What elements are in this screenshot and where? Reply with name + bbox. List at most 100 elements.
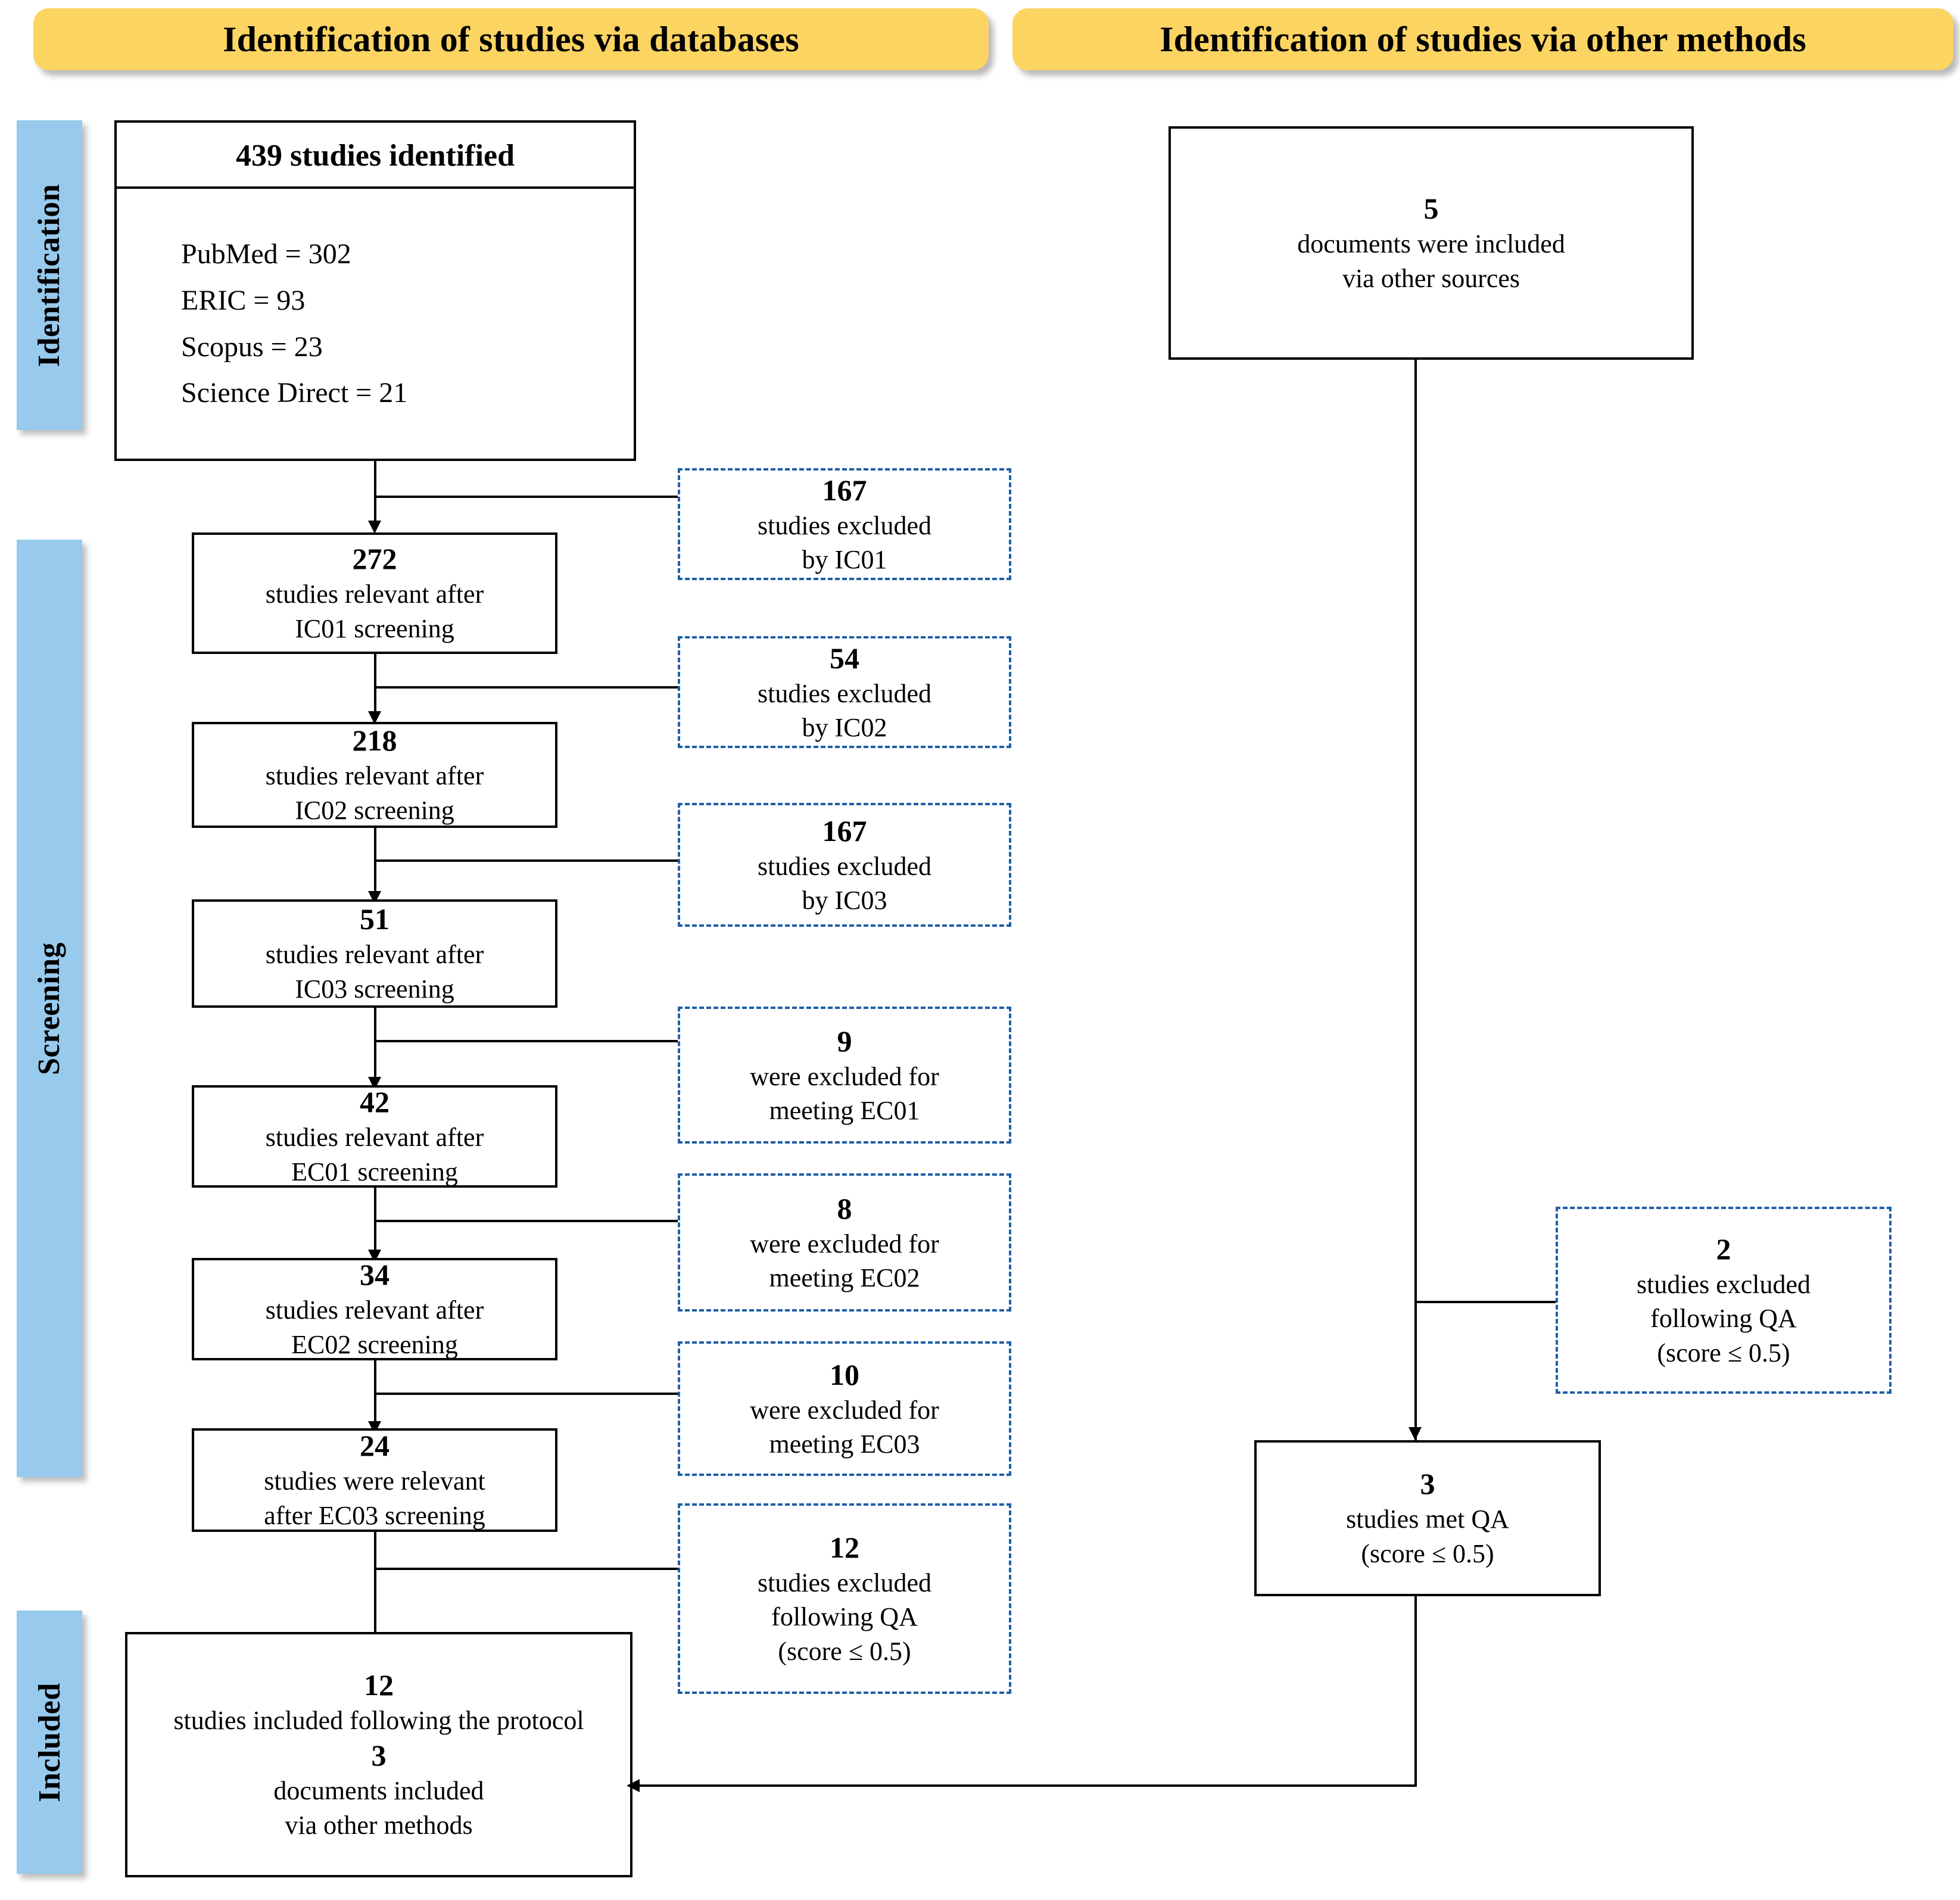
included-number-2: 3 xyxy=(371,1739,387,1773)
connector-272-branch-ic01 xyxy=(374,496,679,498)
exclusion-ec01-number: 9 xyxy=(837,1024,852,1058)
chain-272-number: 272 xyxy=(352,542,397,576)
qa-right-line2: following QA xyxy=(1650,1304,1797,1334)
exclusion-ec02-line1: were excluded for xyxy=(750,1229,939,1259)
exclusion-box-qa-left: 12 studies excluded following QA (score … xyxy=(678,1503,1011,1694)
qa-met-number: 3 xyxy=(1420,1467,1435,1501)
exclusion-box-ic03: 167 studies excluded by IC03 xyxy=(678,803,1011,927)
connector-272-to-218 xyxy=(374,653,376,712)
chain-218-line1: studies relevant after xyxy=(265,761,484,791)
connector-24-to-included xyxy=(374,1531,376,1633)
chain-24-number: 24 xyxy=(360,1429,389,1463)
chain-box-272: 272 studies relevant after IC01 screenin… xyxy=(192,532,557,654)
identification-source-list: PubMed = 302 ERIC = 93 Scopus = 23 Scien… xyxy=(117,189,634,459)
qa-met-box: 3 studies met QA (score ≤ 0.5) xyxy=(1254,1440,1601,1596)
exclusion-ic02-number: 54 xyxy=(830,641,859,675)
identification-sources-box: 439 studies identified PubMed = 302 ERIC… xyxy=(114,120,636,461)
connector-qa-branch-excluded xyxy=(1414,1301,1557,1303)
source-row-science-direct: Science Direct = 21 xyxy=(181,377,408,409)
included-line1: studies included following the protocol xyxy=(173,1706,584,1736)
chain-272-line2: IC01 screening xyxy=(295,613,454,643)
connector-42-to-34 xyxy=(374,1186,376,1251)
stage-bar-included: Included xyxy=(17,1611,82,1874)
connector-id-to-272 xyxy=(374,461,376,522)
connector-51-branch-ic03 xyxy=(374,859,679,862)
arrow-qa-met-to-included xyxy=(627,1779,640,1792)
banner-databases: Identification of studies via databases xyxy=(33,8,989,70)
qa-met-line2: (score ≤ 0.5) xyxy=(1361,1538,1494,1568)
exclusion-ic03-number: 167 xyxy=(822,814,867,848)
qa-left-line2: following QA xyxy=(771,1602,918,1632)
exclusion-ec03-number: 10 xyxy=(830,1357,859,1391)
banner-other-methods: Identification of studies via other meth… xyxy=(1012,8,1953,70)
exclusion-ec01-line1: were excluded for xyxy=(750,1061,939,1091)
connector-51-to-42 xyxy=(374,1007,376,1078)
exclusion-ic02-line2: by IC02 xyxy=(802,713,887,742)
other-sources-line2: via other sources xyxy=(1342,263,1520,293)
chain-42-line2: EC01 screening xyxy=(291,1157,458,1186)
arrow-272-to-218 xyxy=(368,711,381,724)
exclusion-ec02-line2: meeting EC02 xyxy=(769,1263,920,1292)
exclusion-ic03-line2: by IC03 xyxy=(802,886,887,915)
connector-34-branch-ec02 xyxy=(374,1220,679,1222)
chain-box-218: 218 studies relevant after IC02 screenin… xyxy=(192,722,557,828)
exclusion-ic01-number: 167 xyxy=(822,473,867,507)
chain-42-line1: studies relevant after xyxy=(265,1123,484,1153)
exclusion-ic02-line1: studies excluded xyxy=(757,678,932,708)
qa-right-line1: studies excluded xyxy=(1636,1270,1811,1300)
connector-24-branch-ec03 xyxy=(374,1393,679,1395)
connector-qa-met-down xyxy=(1414,1596,1417,1786)
other-sources-number: 5 xyxy=(1423,192,1439,226)
banner-databases-label: Identification of studies via databases xyxy=(223,19,799,59)
exclusion-box-ec02: 8 were excluded for meeting EC02 xyxy=(678,1173,1011,1312)
connector-34-to-24 xyxy=(374,1359,376,1422)
chain-34-line1: studies relevant after xyxy=(265,1295,484,1325)
chain-24-line1: studies were relevant xyxy=(264,1466,485,1496)
chain-218-number: 218 xyxy=(352,724,397,758)
qa-right-line3: (score ≤ 0.5) xyxy=(1657,1338,1790,1368)
qa-left-line1: studies excluded xyxy=(757,1568,932,1598)
connector-42-branch-ec01 xyxy=(374,1040,679,1042)
qa-left-line3: (score ≤ 0.5) xyxy=(778,1636,911,1666)
other-sources-box: 5 documents were included via other sour… xyxy=(1168,126,1694,360)
qa-met-line1: studies met QA xyxy=(1346,1505,1509,1534)
exclusion-box-ic02: 54 studies excluded by IC02 xyxy=(678,636,1011,748)
exclusion-ec02-number: 8 xyxy=(837,1191,852,1225)
chain-51-number: 51 xyxy=(360,902,389,936)
chain-34-number: 34 xyxy=(360,1258,389,1292)
connector-included-branch-qa xyxy=(374,1568,679,1570)
source-row-scopus: Scopus = 23 xyxy=(181,331,323,363)
chain-24-line2: after EC03 screening xyxy=(264,1500,485,1530)
exclusion-box-qa-right: 2 studies excluded following QA (score ≤… xyxy=(1556,1207,1892,1394)
included-line3: via other methods xyxy=(285,1810,473,1840)
exclusion-ec03-line1: were excluded for xyxy=(750,1395,939,1425)
stage-bar-screening: Screening xyxy=(17,540,82,1477)
exclusion-ic01-line1: studies excluded xyxy=(757,510,932,540)
exclusion-box-ec03: 10 were excluded for meeting EC03 xyxy=(678,1341,1011,1476)
source-row-eric: ERIC = 93 xyxy=(181,284,306,316)
chain-51-line2: IC03 screening xyxy=(295,974,454,1004)
arrow-other-sources-to-qa xyxy=(1409,1427,1422,1440)
chain-34-line2: EC02 screening xyxy=(291,1329,458,1359)
connector-other-sources-to-qa xyxy=(1414,360,1417,1454)
chain-272-line1: studies relevant after xyxy=(265,580,484,609)
included-box: 12 studies included following the protoc… xyxy=(125,1632,632,1877)
arrow-id-to-272 xyxy=(368,521,381,534)
qa-right-number: 2 xyxy=(1716,1232,1731,1266)
stage-label-screening: Screening xyxy=(32,942,67,1075)
stage-bar-identification: Identification xyxy=(17,120,82,430)
chain-box-42: 42 studies relevant after EC01 screening xyxy=(192,1085,557,1188)
chain-box-51: 51 studies relevant after IC03 screening xyxy=(192,899,557,1008)
connector-218-branch-ic02 xyxy=(374,686,679,689)
exclusion-ec03-line2: meeting EC03 xyxy=(769,1429,920,1459)
stage-label-included: Included xyxy=(32,1682,67,1802)
chain-box-24: 24 studies were relevant after EC03 scre… xyxy=(192,1428,557,1532)
identification-box-title: 439 studies identified xyxy=(117,123,634,189)
chain-box-34: 34 studies relevant after EC02 screening xyxy=(192,1258,557,1360)
connector-qa-met-to-included xyxy=(632,1784,1417,1787)
exclusion-box-ec01: 9 were excluded for meeting EC01 xyxy=(678,1007,1011,1144)
chain-42-number: 42 xyxy=(360,1085,389,1119)
qa-left-number: 12 xyxy=(830,1531,859,1565)
exclusion-ic01-line2: by IC01 xyxy=(802,545,887,574)
